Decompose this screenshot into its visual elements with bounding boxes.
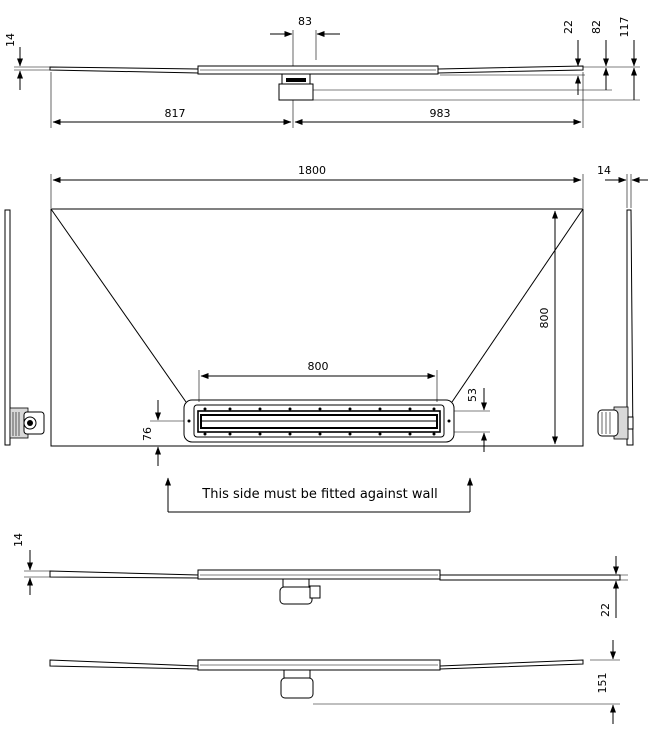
top-side-view: 14 83 22 82 117 817 983: [4, 15, 640, 128]
dim-53: 53: [466, 388, 479, 402]
dim-800-channel: 800: [308, 360, 329, 373]
dim-817: 817: [165, 107, 186, 120]
dim-151: 151: [596, 673, 609, 694]
bottom-view: 151: [49, 640, 620, 724]
left-end-view: [4, 209, 45, 446]
right-end-view: 14: [597, 164, 648, 446]
dim-117: 117: [618, 17, 631, 38]
plan-view: 1800 800 800 53: [50, 164, 584, 513]
dim-82: 82: [590, 20, 603, 34]
front-view: 14 22: [12, 533, 628, 618]
dim-22-front: 22: [599, 603, 612, 617]
dim-14-top: 14: [4, 33, 17, 47]
dim-14-front: 14: [12, 533, 25, 547]
dim-1800: 1800: [298, 164, 326, 177]
wall-note: This side must be fitted against wall: [201, 487, 437, 502]
dim-14-side: 14: [597, 164, 611, 177]
dim-76: 76: [141, 427, 154, 441]
dim-83: 83: [298, 15, 312, 28]
dim-800-depth: 800: [538, 308, 551, 329]
dim-22-top: 22: [562, 20, 575, 34]
dim-983: 983: [430, 107, 451, 120]
